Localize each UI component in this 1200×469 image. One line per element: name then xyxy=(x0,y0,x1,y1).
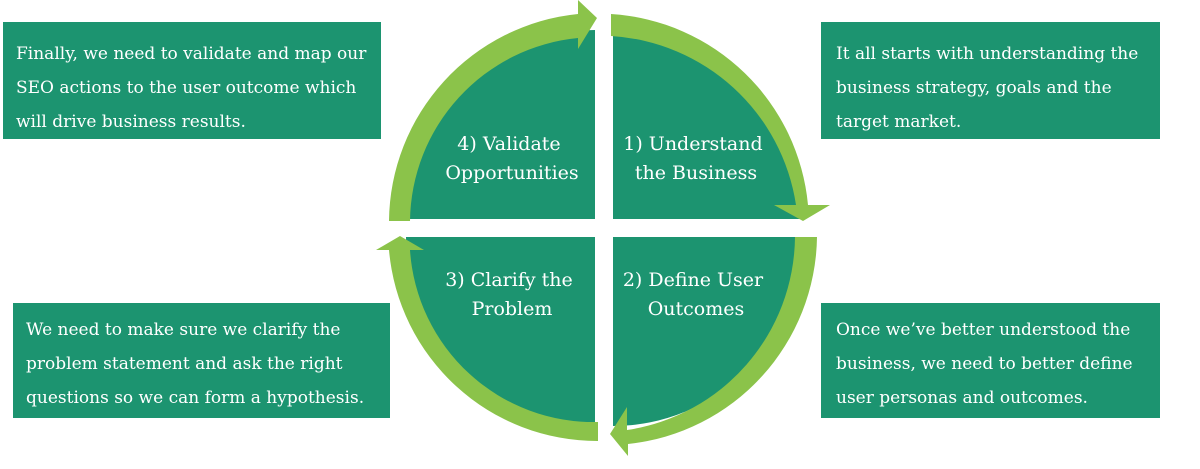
quadrant-define-outcomes xyxy=(613,237,802,426)
clarify-description-box: We need to make sure we clarify the prob… xyxy=(13,303,390,418)
validate-description-text: Finally, we need to validate and map our… xyxy=(16,44,367,132)
define-description-box: Once we’ve better understood the busines… xyxy=(821,303,1160,418)
arrow-band-top-right xyxy=(611,14,830,221)
arrow-band-bottom-right xyxy=(610,237,817,456)
quadrant-validate xyxy=(406,30,595,219)
quadrant-understand xyxy=(613,30,802,219)
quadrant-clarify xyxy=(406,237,595,426)
quadrant-label-understand: 1) Understand the Business xyxy=(623,133,768,184)
clarify-description-text: We need to make sure we clarify the prob… xyxy=(26,320,365,408)
quadrant-label-clarify: 3) Clarify the Problem xyxy=(445,269,579,320)
understand-description-text: It all starts with understanding the bus… xyxy=(836,44,1139,132)
quadrant-label-validate: 4) Validate Opportunities xyxy=(445,133,578,184)
quadrant-label-define-outcomes: 2) Define User Outcomes xyxy=(623,269,769,320)
arrow-band-bottom-left xyxy=(376,236,598,442)
define-description-text: Once we’ve better understood the busines… xyxy=(836,320,1133,408)
arrow-band-top-left xyxy=(389,0,597,221)
understand-description-box: It all starts with understanding the bus… xyxy=(821,22,1160,139)
validate-description-box: Finally, we need to validate and map our… xyxy=(3,22,381,139)
